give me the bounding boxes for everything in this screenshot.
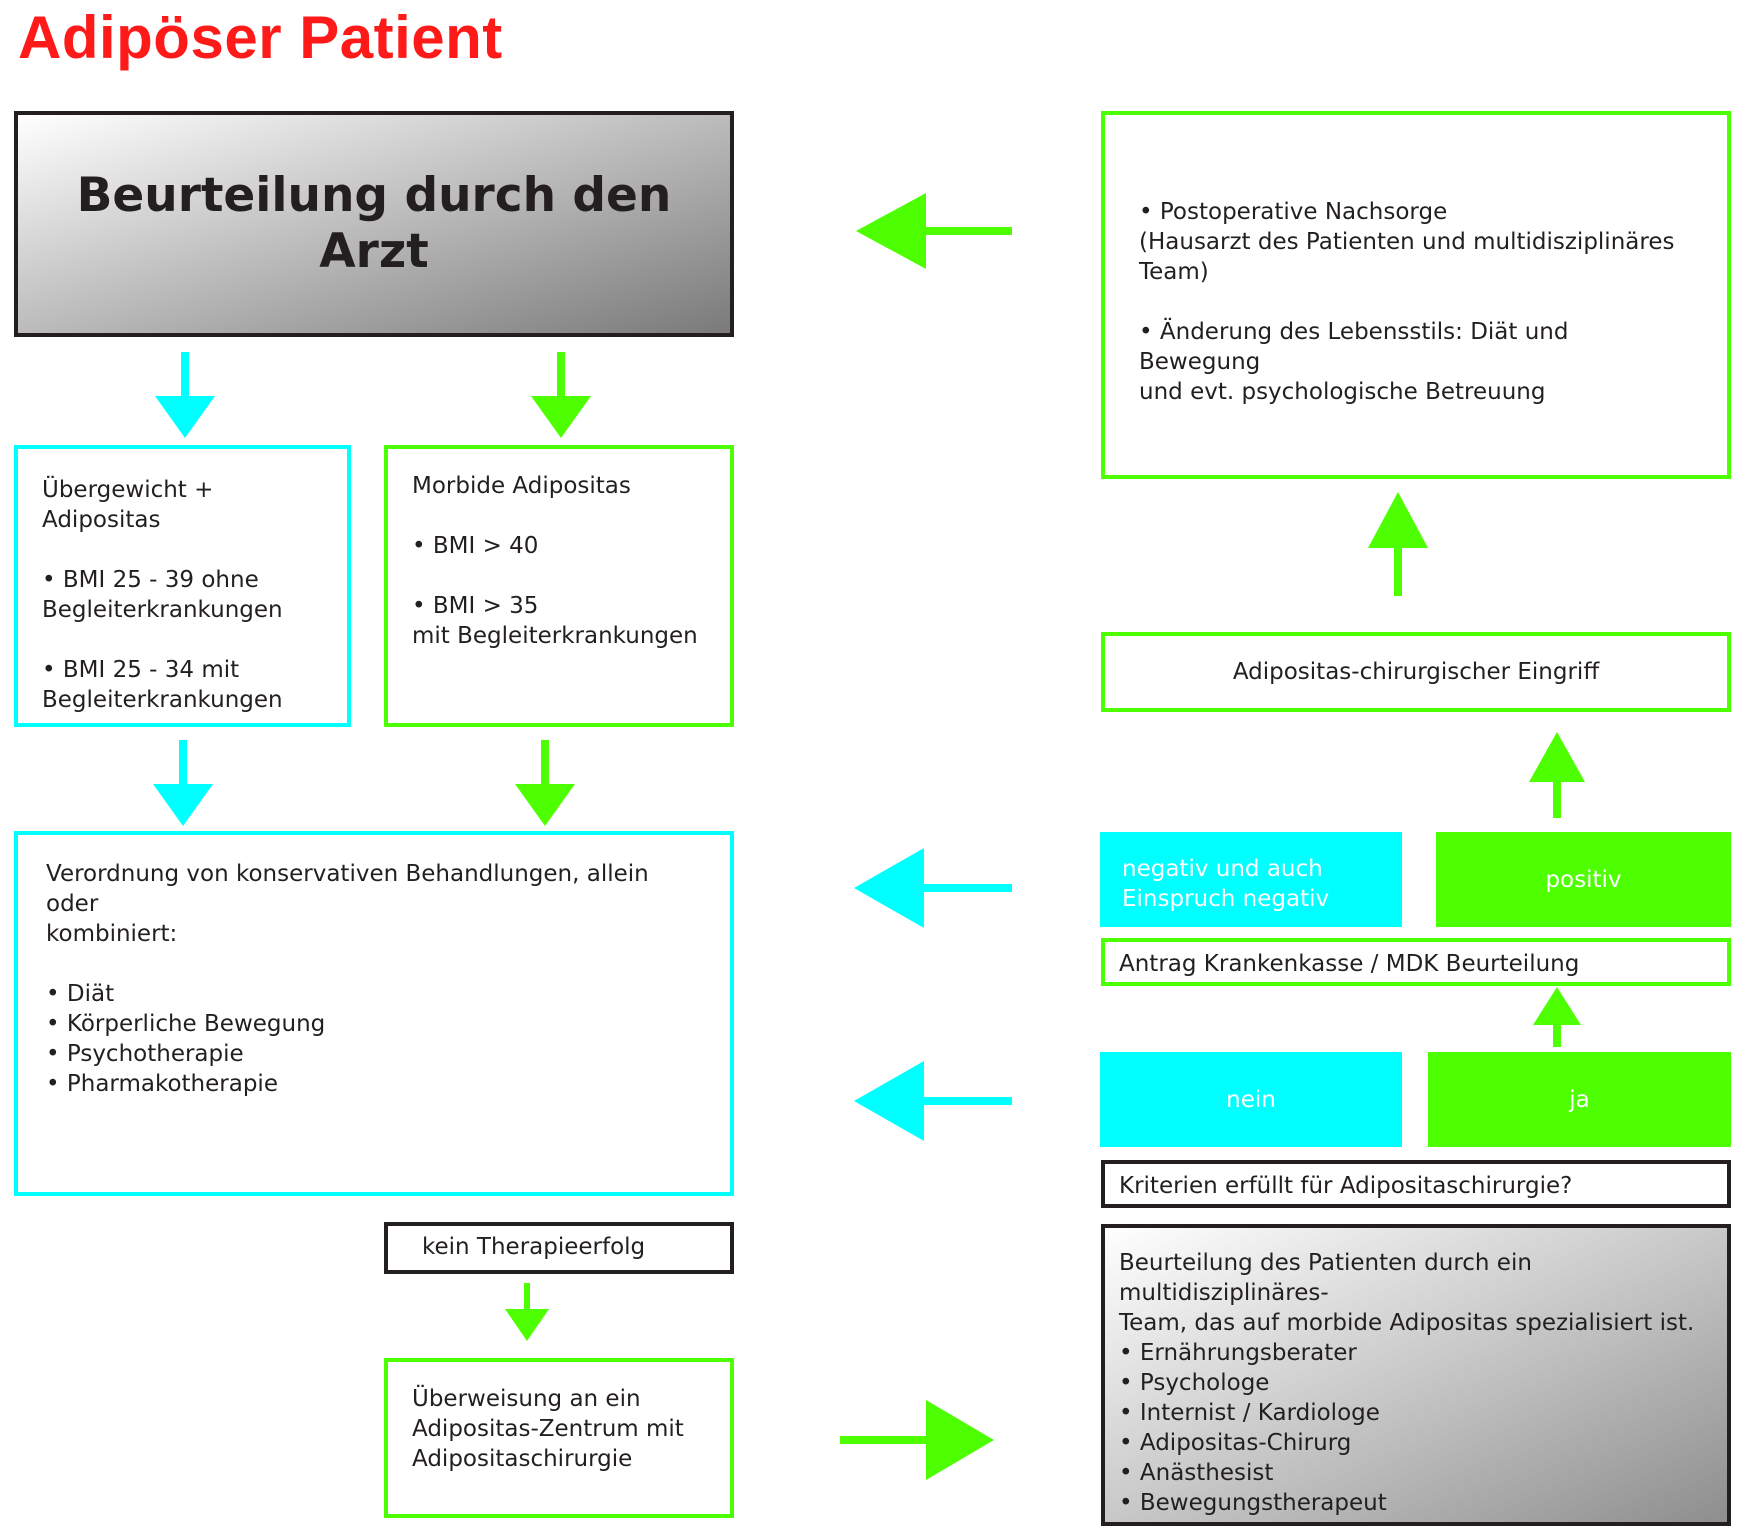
- box-positiv: positiv: [1436, 832, 1731, 927]
- arrow-down-green-3-icon: [505, 1283, 549, 1341]
- box-ja: ja: [1428, 1052, 1731, 1147]
- arrow-right-green-icon: [840, 1400, 994, 1480]
- box-verordnung: Verordnung von konservativen Behandlunge…: [14, 831, 734, 1196]
- arrow-left-cyan-2-icon: [854, 1061, 1012, 1141]
- arrow-up-green-2-icon: [1529, 732, 1585, 818]
- box-nachsorge: • Postoperative Nachsorge (Hausarzt des …: [1101, 111, 1731, 479]
- arrow-down-green-1-icon: [531, 352, 591, 438]
- box-arzt-beurteilung: Beurteilung durch den Arzt: [14, 111, 734, 337]
- arrow-up-green-1-icon: [1368, 492, 1428, 596]
- arrow-up-green-3-icon: [1533, 987, 1581, 1047]
- box-nein: nein: [1100, 1052, 1402, 1147]
- box-kein-therapieerfolg: kein Therapieerfolg: [384, 1222, 734, 1274]
- box-negativ: negativ und auch Einspruch negativ: [1100, 832, 1402, 927]
- page-title: Adipöser Patient: [18, 4, 503, 71]
- box-uebergewicht: Übergewicht + Adipositas • BMI 25 - 39 o…: [14, 445, 351, 727]
- box-arzt-label: Beurteilung durch den Arzt: [76, 168, 672, 279]
- box-antrag: Antrag Krankenkasse / MDK Beurteilung: [1101, 938, 1731, 986]
- box-eingriff: Adipositas-chirurgischer Eingriff: [1101, 632, 1731, 712]
- arrow-down-cyan-1-icon: [155, 352, 215, 438]
- arrow-down-green-2-icon: [515, 740, 575, 826]
- box-ueberweisung: Überweisung an ein Adipositas-Zentrum mi…: [384, 1358, 734, 1518]
- box-kriterien: Kriterien erfüllt für Adipositaschirurgi…: [1101, 1160, 1731, 1208]
- arrow-left-green-icon: [856, 193, 1012, 269]
- arrow-left-cyan-1-icon: [854, 848, 1012, 928]
- box-morbide-adipositas: Morbide Adipositas • BMI > 40 • BMI > 35…: [384, 445, 734, 727]
- box-team: Beurteilung des Patienten durch ein mult…: [1101, 1224, 1731, 1526]
- arrow-down-cyan-2-icon: [153, 740, 213, 826]
